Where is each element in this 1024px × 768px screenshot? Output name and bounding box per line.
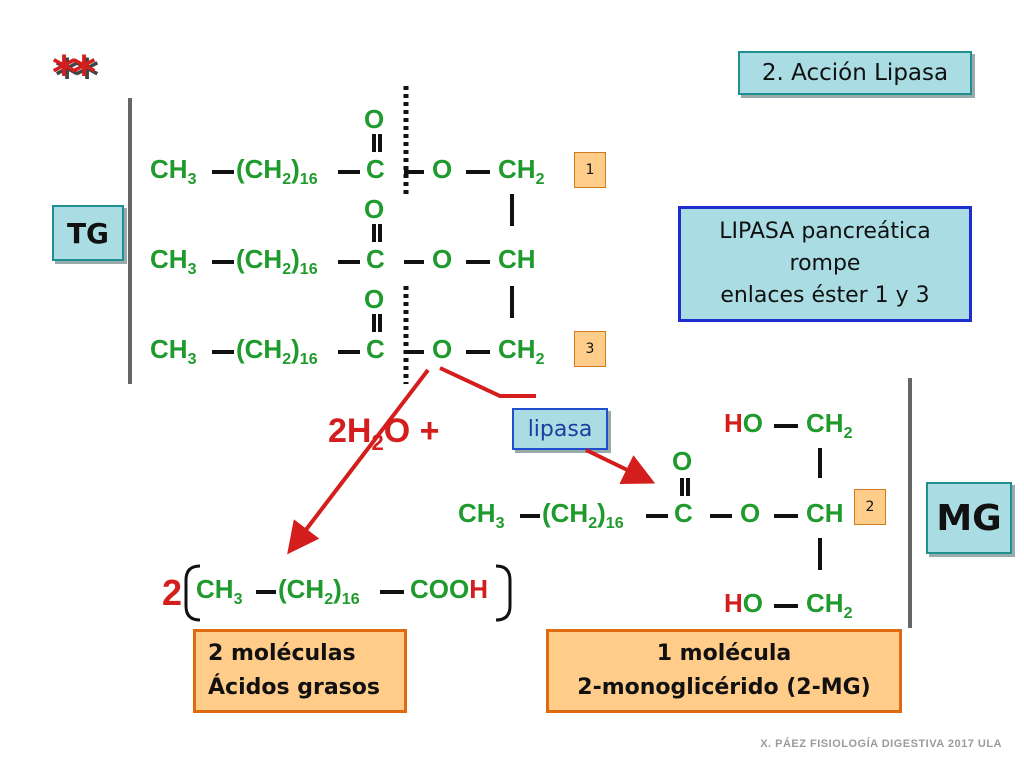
fatty-acids-line-1: 2 moléculas	[208, 641, 356, 666]
monoglyceride-line-1: 1 molécula	[656, 641, 792, 666]
mg-top-hydroxyl: HO	[724, 408, 764, 438]
tg-label: TG	[52, 205, 124, 261]
mg-carbonyl-oxygen: O	[672, 446, 693, 476]
tg-row2-carbon: C	[366, 244, 385, 274]
mg-bottom-hydroxyl: HO	[724, 588, 764, 618]
mg-bracket-bar	[908, 378, 912, 628]
tg-row2-formula: CH3	[150, 244, 197, 279]
fa-bracket-right	[495, 564, 512, 622]
ester-position-1: 1	[574, 152, 606, 188]
fatty-acids-line-2: Ácidos grasos	[208, 675, 380, 700]
stars-decoration: **	[52, 46, 96, 100]
mg-ester-oxygen: O	[740, 498, 761, 528]
tg-row1-carbon: C	[366, 154, 385, 184]
mg-carbon: C	[674, 498, 693, 528]
tg-row3-glycerol: CH2	[498, 334, 545, 369]
info-line-3: enlaces éster 1 y 3	[720, 283, 930, 308]
tg-bracket-bar	[128, 98, 132, 384]
mg-label: MG	[926, 482, 1012, 554]
arrow-to-monoglyceride	[585, 448, 656, 484]
mg-formula: CH3	[458, 498, 505, 533]
mg-middle-ch: CH	[806, 498, 844, 528]
lipase-label: lipasa	[512, 408, 608, 450]
monoglyceride-result-box: 1 molécula 2-monoglicérido (2-MG)	[546, 629, 902, 713]
fatty-acid-formula: CH3	[196, 574, 243, 609]
carboxyl-group: COOH	[410, 574, 489, 604]
footer-credit: X. PÁEZ FISIOLOGÍA DIGESTIVA 2017 ULA	[760, 738, 1002, 750]
tg-row3-chain: (CH2)16	[236, 334, 318, 369]
ester-position-3: 3	[574, 331, 606, 367]
tg-row2-glycerol: CH	[498, 244, 536, 274]
lipase-info-box: LIPASA pancreática rompe enlaces éster 1…	[678, 206, 972, 322]
tg-row3-formula: CH3	[150, 334, 197, 369]
tg-row1-ester-oxygen: O	[432, 154, 453, 184]
mg-top-ch2: CH2	[806, 408, 853, 443]
tg-row3-carbonyl-oxygen: O	[364, 284, 385, 314]
fatty-acid-chain: (CH2)16	[278, 574, 360, 609]
tg-row2-carbonyl-oxygen: O	[364, 194, 385, 224]
fatty-acids-result-box: 2 moléculas Ácidos grasos	[193, 629, 407, 713]
tg-row1-carbonyl-oxygen: O	[364, 104, 385, 134]
tg-row1-chain: (CH2)16	[236, 154, 318, 189]
water-reactant: 2H2O +	[328, 412, 440, 455]
fa-bracket-left	[184, 564, 201, 622]
info-line-1: LIPASA pancreática	[719, 219, 931, 244]
arrow-to-fatty-acids	[287, 368, 430, 555]
tg-row2-chain: (CH2)16	[236, 244, 318, 279]
mg-chain: (CH2)16	[542, 498, 624, 533]
tg-row1-glycerol: CH2	[498, 154, 545, 189]
arrow-to-lipase	[439, 366, 536, 398]
tg-row3-ester-oxygen: O	[432, 334, 453, 364]
monoglyceride-line-2: 2-monoglicérido (2-MG)	[577, 675, 871, 700]
info-line-2: rompe	[789, 251, 861, 276]
slide-title: 2. Acción Lipasa	[738, 51, 972, 95]
tg-row2-ester-oxygen: O	[432, 244, 453, 274]
fatty-acid-coefficient: 2	[162, 572, 183, 613]
mg-bottom-ch2: CH2	[806, 588, 853, 623]
tg-row1-formula: CH3	[150, 154, 197, 189]
ester-position-2: 2	[854, 489, 886, 525]
tg-row3-carbon: C	[366, 334, 385, 364]
